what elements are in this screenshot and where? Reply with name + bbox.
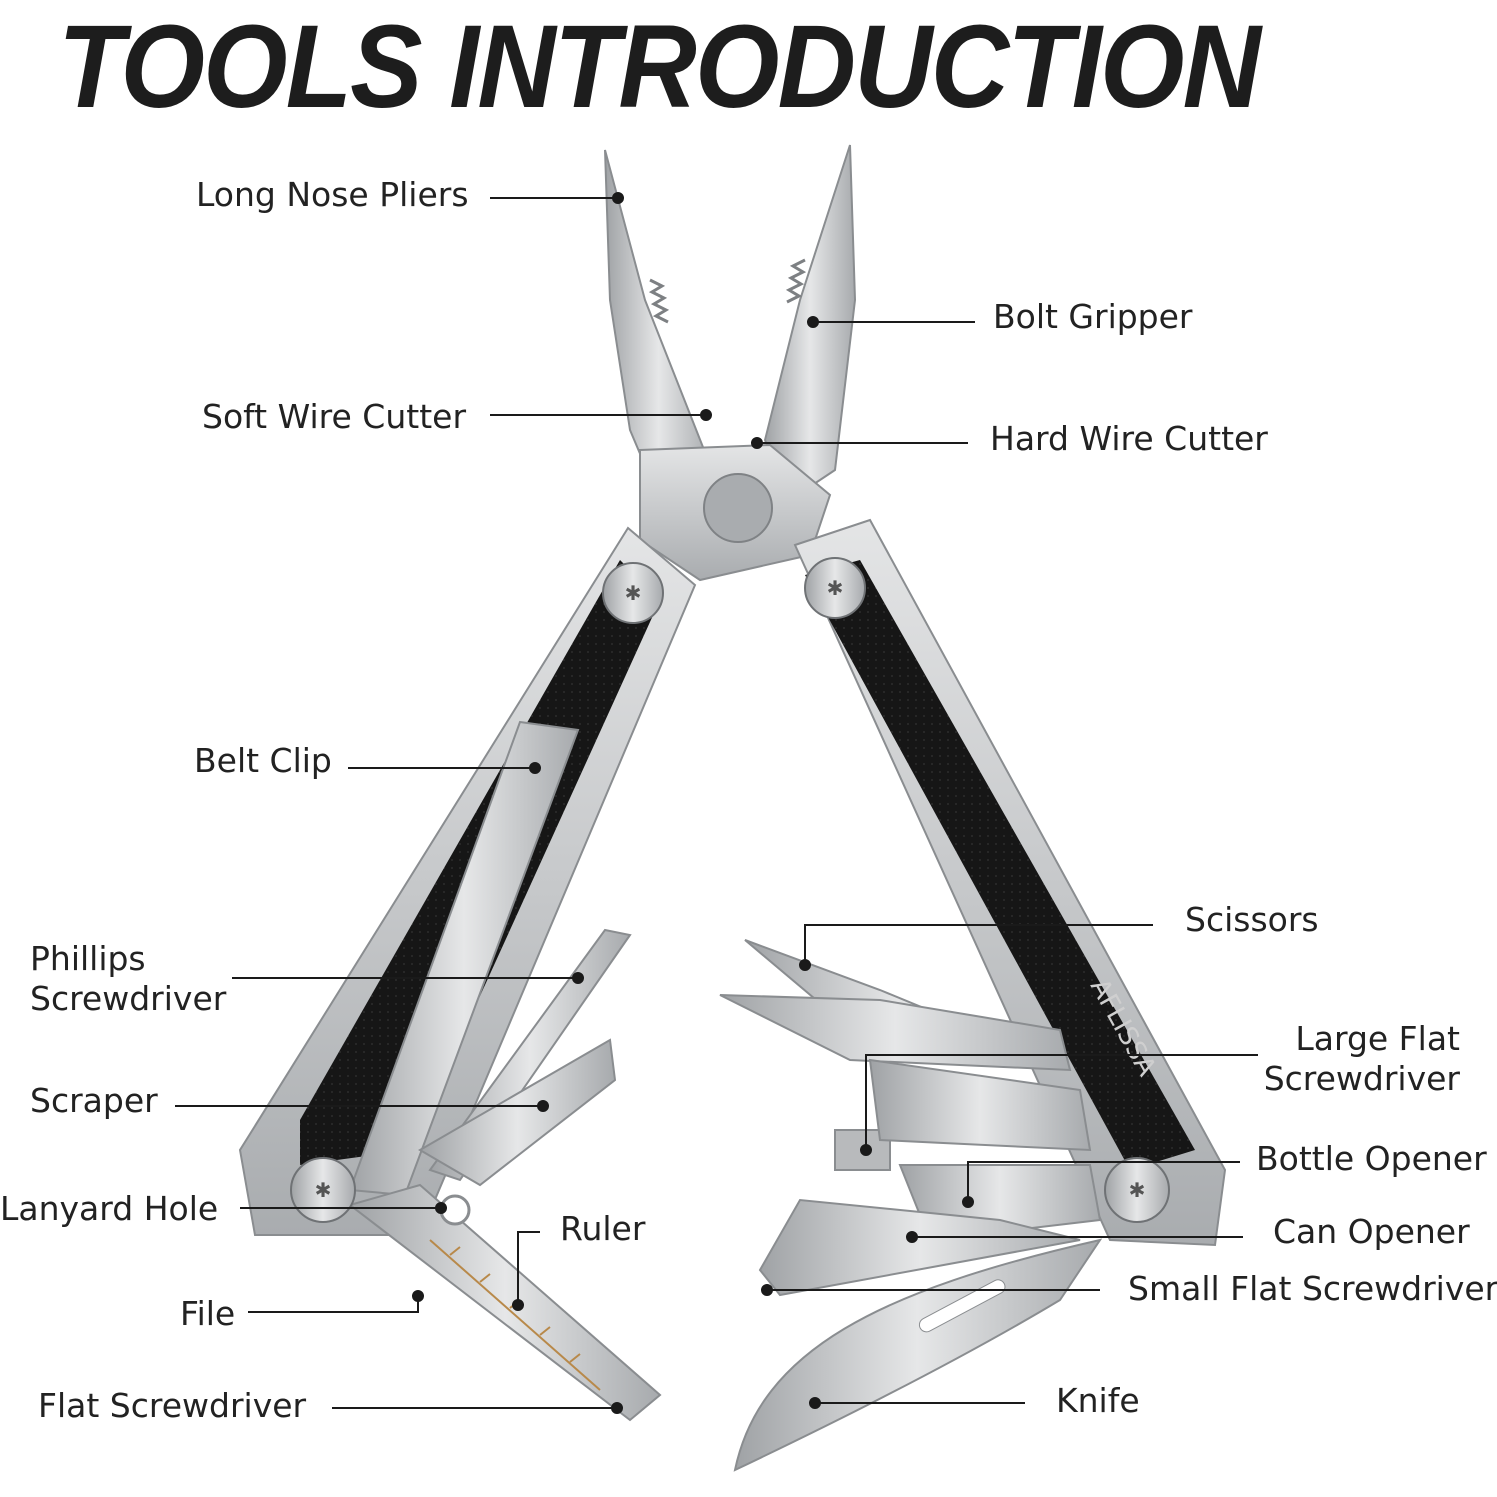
- label-large-flat-line2: Screwdriver: [1263, 1059, 1460, 1098]
- svg-text:✱: ✱: [1129, 1180, 1146, 1202]
- label-file: File: [180, 1294, 236, 1333]
- label-hard-wire-cutter: Hard Wire Cutter: [990, 419, 1268, 458]
- label-bottle-opener: Bottle Opener: [1256, 1139, 1487, 1178]
- label-bolt-gripper: Bolt Gripper: [993, 297, 1193, 336]
- left-tools: ✱: [290, 928, 662, 1422]
- svg-text:✱: ✱: [625, 583, 642, 605]
- label-large-flat-line1: Large Flat: [1295, 1019, 1460, 1058]
- label-phillips-line1: Phillips: [30, 939, 146, 978]
- right-handle: ✱ ✱: [793, 518, 1227, 1247]
- label-ruler: Ruler: [560, 1209, 646, 1248]
- pliers-jaws: [604, 144, 857, 582]
- label-scraper: Scraper: [30, 1081, 158, 1120]
- label-knife: Knife: [1056, 1381, 1140, 1420]
- label-phillips-line2: Screwdriver: [30, 979, 227, 1018]
- page-title: TOOLS INTRODUCTION: [58, 1, 1261, 133]
- label-scissors: Scissors: [1185, 900, 1319, 939]
- label-can-opener: Can Opener: [1273, 1212, 1470, 1251]
- left-handle: ✱: [238, 526, 697, 1236]
- svg-text:✱: ✱: [827, 578, 844, 600]
- label-soft-wire-cutter: Soft Wire Cutter: [202, 397, 467, 436]
- label-small-flat-screwdriver: Small Flat Screwdriver: [1128, 1269, 1497, 1308]
- label-lanyard-hole: Lanyard Hole: [0, 1189, 219, 1228]
- callout-lines: [175, 192, 1258, 1414]
- label-belt-clip: Belt Clip: [194, 741, 332, 780]
- label-long-nose-pliers: Long Nose Pliers: [196, 175, 469, 214]
- svg-text:✱: ✱: [315, 1180, 332, 1202]
- label-flat-screwdriver: Flat Screwdriver: [38, 1386, 307, 1425]
